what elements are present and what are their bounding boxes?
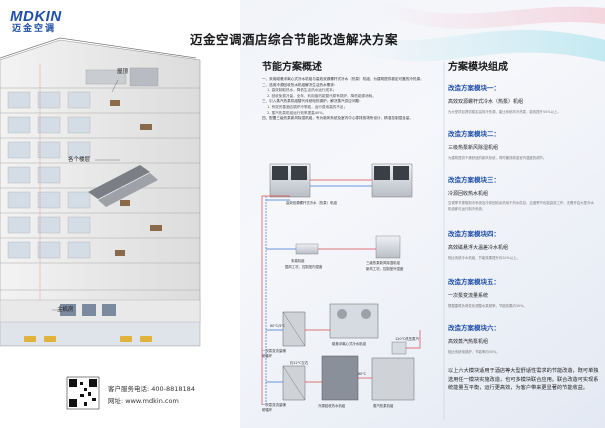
module-3: 改造方案模块三： 冷源回收热水机组 空调季节提取制冷系统及冷却回收余热用于热水供… xyxy=(448,174,598,212)
label-steam: 蒸汽热泵机组 xyxy=(373,404,394,408)
module-1: 改造方案模块一： 高效双源螺杆式冷水（热泵）机组 为大型项目提供稳定高效冷热源，… xyxy=(448,82,598,114)
label-fan-coil: 末端机组 xyxy=(291,259,305,263)
module-6-head: 改造方案模块六： xyxy=(448,324,500,332)
module-2-name: 三级热泵新风除湿机组 xyxy=(448,145,499,151)
system-schematic xyxy=(261,163,421,405)
label-centrifugal: 磁悬浮离心式冷水机组 xyxy=(332,342,366,346)
label-machine-room: 主机房 xyxy=(57,307,74,313)
module-2: 改造方案模块二： 三级热泵新风除湿机组 为建筑提供干燥舒适的新风系统，同时兼具精… xyxy=(448,128,598,160)
overview-item: 2. 蒸汽热泵机组运行效率提高40%。 xyxy=(267,110,327,115)
overview-heading: 节能方案概述 xyxy=(262,62,322,73)
contact-website[interactable]: 网址: www.mdkin.com xyxy=(108,397,179,405)
label-temp-in: 60℃/5℃ xyxy=(270,324,286,328)
module-5-name: 一次泵变流量系统 xyxy=(448,293,489,299)
label-steam-out: 120℃低压蒸汽 xyxy=(395,337,419,341)
module-5-desc: 根据建筑负荷变化调整水泵频率，节能效果约30%。 xyxy=(448,304,527,308)
module-1-name: 高效双源螺杆式冷水（热泵）机组 xyxy=(448,99,524,105)
module-4-name: 高效磁悬浮大温差冷水机组 xyxy=(448,245,509,251)
label-temp-mid: 约12℃左右 xyxy=(290,361,309,365)
module-5: 改造方案模块五： 一次泵变流量系统 根据建筑负荷变化调整水泵频率，节能效果约30… xyxy=(448,276,598,308)
module-5-head: 改造方案模块五： xyxy=(448,278,500,286)
overview-item: 二、选用冷源回收热水机组解决生活热水需求： xyxy=(262,82,338,87)
label-dehumidifier-sub: 新风工况，控制室外湿度 xyxy=(366,267,404,271)
label-temp-low: 60℃ xyxy=(358,372,367,376)
qr-code xyxy=(66,376,100,410)
module-4-desc: 相比传统冷水机组，节能效果提升约20%以上。 xyxy=(448,256,520,260)
overview-item: 四、配置三级热泵新风除湿机组，专为新风系统及室内中心零排放场所设计，精准控制湿含… xyxy=(262,116,413,121)
module-1-head: 改造方案模块一： xyxy=(448,84,500,92)
label-heat-recovery: 冷源回收热水机组 xyxy=(318,404,346,408)
overview-item: 1. 高效制取热水，降低生活热水运行成本； xyxy=(267,88,337,93)
module-6-name: 高效蒸汽热泵机组 xyxy=(448,339,489,345)
label-fan-coil-sub: 国风工况，控制室内湿度 xyxy=(285,265,323,269)
page-title: 迈金空调酒店综合节能改造解决方案 xyxy=(190,32,399,47)
module-2-head: 改造方案模块二： xyxy=(448,130,500,138)
module-3-head: 改造方案模块三： xyxy=(448,176,500,184)
overview-item: 三、引入蒸汽热泵机组替代传统电热锅炉，解决蒸汽供应问题： xyxy=(262,99,363,104)
label-ahu1: 一次泵变流量辅助循环 xyxy=(262,349,286,358)
modules-heading: 方案模块组成 xyxy=(448,62,508,73)
label-roof: 屋顶 xyxy=(117,69,129,75)
overview-item: 2. 回收免费冷量，全年、利用废热能替代原有锅炉，降低能源消耗。 xyxy=(267,93,376,98)
brand-name-en: MDKIN xyxy=(10,8,62,25)
module-3-desc: 空调季节提取制冷系统及冷却回收余热用于热水供应，过渡季节也能高效工作，无需开启大… xyxy=(448,201,594,211)
label-dehumidifier: 三级热泵新风除湿机组 xyxy=(366,261,400,265)
module-6: 改造方案模块六： 高效蒸汽热泵机组 相比传统电锅炉，节能率约50%。 xyxy=(448,322,598,354)
module-3-name: 冷源回收热水机组 xyxy=(448,191,489,197)
label-floors: 各个楼层 xyxy=(68,157,91,163)
overview-item: 1. 有效完善酒店锅炉冷季能，运行费用高的不足； xyxy=(267,104,348,109)
overview-list: 一、采用磁悬浮离心式冷水机组与高效双源螺杆式冷水（热泵）机组，为建筑提供稳定可靠… xyxy=(262,77,440,122)
module-6-desc: 相比传统电锅炉，节能率约50%。 xyxy=(448,350,500,354)
brand-logo: MDKIN 迈金空调 xyxy=(10,9,62,35)
building-cutaway xyxy=(0,37,201,347)
module-4-head: 改造方案模块四： xyxy=(448,230,500,238)
module-4: 改造方案模块四： 高效磁悬浮大温差冷水机组 相比传统冷水机组，节能效果提升约20… xyxy=(448,228,598,260)
overview-item: 一、采用磁悬浮离心式冷水机组与高效双源螺杆式冷水（热泵）机组，为建筑提供稳定可靠… xyxy=(262,77,424,81)
label-ahu2: 一次泵变流量辅助循环 xyxy=(262,403,286,412)
summary-paragraph: 以上六大模块适用于酒店等大型舒适性需求的节能改造，既可单独选用任一模块实施改造，… xyxy=(448,368,599,392)
module-2-desc: 为建筑提供干燥舒适的新风系统，同时兼具精准室内湿度的调节。 xyxy=(448,156,547,160)
module-1-desc: 为大型项目提供稳定高效冷热源，能比传统风冷热泵，能效提升50%以上。 xyxy=(448,110,561,114)
contact-phone: 客户服务电话: 400-8818184 xyxy=(108,385,195,393)
brand-name-cn: 迈金空调 xyxy=(12,24,57,34)
label-heat-pump-chiller: 高效双源螺杆式冷水（热泵）机组 xyxy=(286,201,337,205)
